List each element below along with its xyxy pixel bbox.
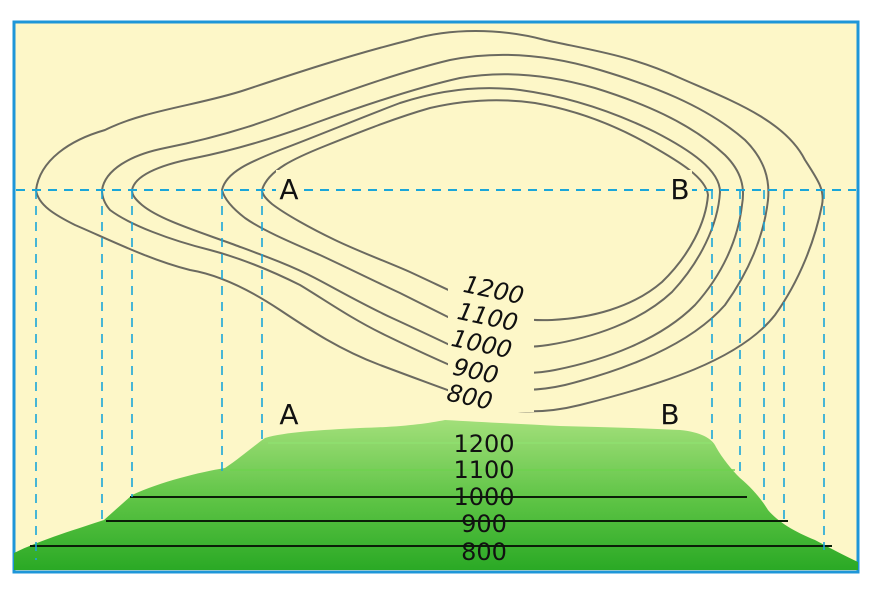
profile-label-1000: 1000 <box>453 483 514 511</box>
profile-point-b: B <box>660 398 679 431</box>
map-point-b: B <box>670 173 689 206</box>
map-point-a: A <box>279 173 298 206</box>
terrain-profile <box>14 420 858 570</box>
profile-label-800: 800 <box>461 538 507 566</box>
contour-label-backdrop <box>448 270 534 412</box>
contour-lines <box>34 30 824 413</box>
contour-labels: 1200 1100 1000 900 800 <box>444 270 534 416</box>
profile-label-1200: 1200 <box>453 430 514 458</box>
profile-label-1100: 1100 <box>453 456 514 484</box>
label-backdrop-map-b <box>666 170 692 204</box>
profile-fill <box>14 420 858 570</box>
profile-point-a: A <box>279 398 298 431</box>
contour-800 <box>34 30 824 413</box>
projection-guides <box>35 190 825 560</box>
contour-900 <box>100 53 770 391</box>
contour-1200 <box>260 99 710 322</box>
contour-1000 <box>130 73 744 374</box>
label-backdrop-map-a <box>276 170 302 204</box>
profile-labels: 1200 1100 1000 900 800 <box>453 430 514 566</box>
contour-1100 <box>220 87 722 348</box>
profile-label-900: 900 <box>461 510 507 538</box>
